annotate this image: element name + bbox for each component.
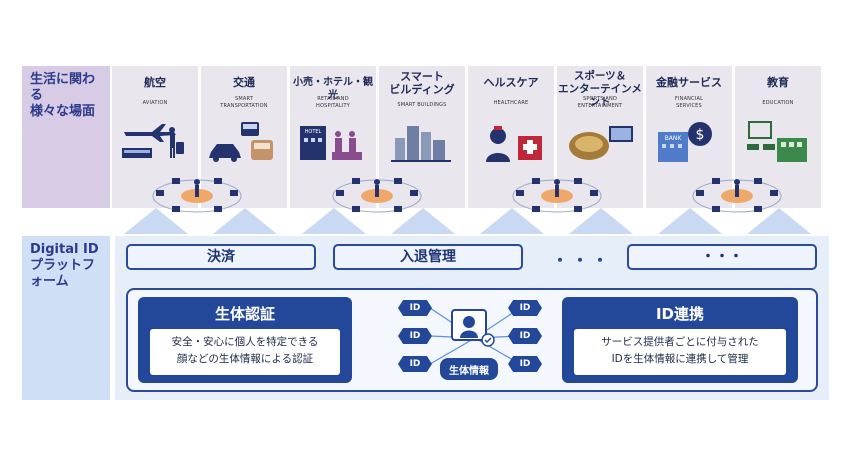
up-arrow-icon	[302, 208, 366, 234]
more-services-dots: ・・・	[552, 251, 613, 270]
id-link-line1: サービス提供者ごとに付与された	[601, 336, 759, 348]
up-arrow-icon	[124, 208, 188, 234]
industry-jp: 小売・ホテル・観光	[293, 77, 373, 101]
biometric-auth-line2: 顔などの生体情報による認証	[176, 353, 314, 365]
service-more: ・・・	[627, 244, 817, 270]
up-arrow-icon	[391, 208, 455, 234]
face-recognition-cluster-icon	[512, 178, 602, 213]
id-tag: ID	[508, 300, 542, 316]
transport-icon	[209, 122, 273, 162]
industry-retail: 小売・ホテル・観光 RETAIL AND HOSPITALITY HOTEL	[290, 66, 376, 208]
industry-education: 教育 EDUCATION	[735, 66, 821, 208]
up-arrow-icon	[658, 208, 722, 234]
platform-text: Digital ID プラットフォーム	[30, 242, 99, 289]
stadium-icon	[569, 126, 633, 160]
up-arrow-icon	[213, 208, 277, 234]
id-network-diagram	[429, 307, 521, 380]
id-tag: ID	[508, 328, 542, 344]
id-link-desc: サービス提供者ごとに付与された IDを生体情報に連携して管理	[574, 329, 786, 375]
industry-aviation: 航空 AVIATION	[112, 66, 198, 208]
industry-en: SMART TRANSPORTATION	[220, 96, 268, 109]
industry-jp: 教育	[767, 76, 789, 89]
id-tag: ID	[398, 300, 432, 316]
id-tag: ID	[398, 356, 432, 372]
up-arrow-icon	[480, 208, 544, 234]
biometric-data-label: 生体情報	[449, 366, 489, 377]
platform-label: Digital ID プラットフォーム	[22, 236, 110, 400]
biometric-auth-line1: 安全・安心に個人を特定できる	[171, 336, 319, 348]
industry-transportation: 交通 SMART TRANSPORTATION	[201, 66, 287, 208]
id-tag: ID	[398, 328, 432, 344]
industry-en: HEALTHCARE	[493, 100, 529, 106]
id-tag: ID	[508, 356, 542, 372]
industry-en: EDUCATION	[762, 100, 794, 106]
industry-sports: スポーツ＆ エンターテインメント SPORTS AND ENTERTAINMEN…	[557, 66, 643, 208]
service-access-control: 入退管理	[333, 244, 523, 270]
industry-en: SPORTS AND ENTERTAINMENT	[577, 96, 623, 109]
hotel-sign: HOTEL	[305, 129, 322, 135]
id-link-title: ID連携	[655, 305, 705, 323]
industry-en: SMART BUILDINGS	[397, 102, 447, 108]
industry-jp: 航空	[144, 76, 166, 89]
airplane-icon	[122, 124, 184, 158]
industry-en: RETAIL AND HOSPITALITY	[315, 96, 350, 109]
id-link-panel: ID連携 サービス提供者ごとに付与された IDを生体情報に連携して管理	[562, 297, 798, 383]
life-scenes-text: 生活に関わる 様々な場面	[30, 72, 96, 119]
industry-jp: スマート ビルディング	[389, 70, 455, 96]
bank-sign: BANK	[665, 135, 683, 142]
biometric-auth-panel: 生体認証 安全・安心に個人を特定できる 顔などの生体情報による認証	[138, 297, 352, 383]
service-payment: 決済	[126, 244, 316, 270]
industry-jp: 交通	[233, 76, 255, 89]
svg-text:$: $	[696, 127, 705, 143]
industry-jp: 金融サービス	[656, 76, 722, 89]
industry-healthcare: ヘルスケア HEALTHCARE	[468, 66, 554, 208]
up-arrow-icon	[747, 208, 811, 234]
industry-jp: ヘルスケア	[483, 76, 539, 89]
id-link-line2: IDを生体情報に連携して管理	[611, 353, 749, 365]
biometric-auth-title: 生体認証	[214, 305, 275, 323]
industry-en: FINANCIAL SERVICES	[674, 96, 704, 109]
buildings-icon	[391, 126, 451, 162]
industry-buildings: スマート ビルディング SMART BUILDINGS	[379, 66, 465, 208]
industry-jp: スポーツ＆ エンターテインメント	[558, 70, 642, 108]
bank-icon: BANK $	[658, 122, 712, 162]
industry-financial: 金融サービス FINANCIAL SERVICES BANK $	[646, 66, 732, 208]
hotel-icon: HOTEL	[300, 126, 362, 160]
nurse-icon	[486, 126, 542, 162]
industry-en: AVIATION	[142, 100, 168, 106]
biometric-auth-desc: 安全・安心に個人を特定できる 顔などの生体情報による認証	[150, 329, 340, 375]
life-scenes-label: 生活に関わる 様々な場面	[22, 66, 110, 208]
education-icon	[747, 121, 807, 162]
face-recognition-cluster-icon	[692, 178, 782, 213]
up-arrow-icon	[569, 208, 633, 234]
